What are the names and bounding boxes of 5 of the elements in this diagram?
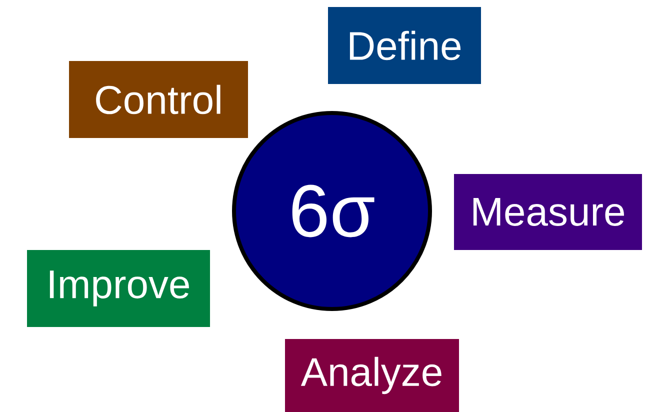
phase-box: Define bbox=[328, 7, 481, 84]
phase-box: Measure bbox=[454, 174, 642, 250]
phase-box: Analyze bbox=[285, 339, 459, 412]
phase-box: Improve bbox=[27, 250, 210, 327]
phase-box: Control bbox=[69, 61, 248, 138]
